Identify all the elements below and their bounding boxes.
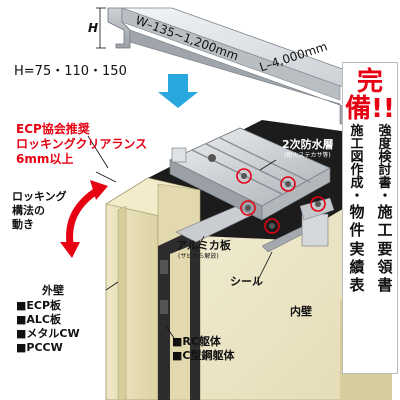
bolt-highlight-icon (264, 218, 280, 234)
aluminium-plate-label: アルミカ板 (176, 239, 231, 252)
leader-lines (87, 135, 277, 339)
outer-wall-item-pccw: ■PCCW (16, 341, 63, 354)
locking-label-line1: ロッキング (12, 190, 67, 203)
panel-column-4: 物件実績表 (349, 203, 365, 295)
ecp-clearance-line3: 6mm以上 (16, 152, 74, 166)
bolt-icon (315, 201, 321, 207)
panel-title: 完備!! (345, 67, 395, 125)
h-dimension-label: H (88, 21, 99, 35)
coping-cover-front-face (107, 7, 131, 49)
panel-column-1: 強度検討書・施工要領書 (373, 125, 397, 294)
bolt-icon (269, 223, 275, 229)
bolt-highlight-icon (240, 200, 256, 216)
seal-label: シール (230, 275, 263, 288)
bolt-highlight-icon (280, 176, 296, 192)
panel-column-2: 施工図作成・物件実績表 (345, 125, 369, 294)
ecp-clearance-line2: ロッキングクリアランス (16, 137, 148, 151)
structure-item-rc: ■RC躯体 (172, 335, 221, 348)
documentation-panel: 完備!! 強度検討書・施工要領書 施工図作成・物件実績表 (342, 62, 398, 374)
ecp-clearance-line1: ECP協会推奨 (16, 122, 90, 136)
aluminium-plate-sublabel: (サビから解放) (178, 253, 219, 260)
waterproof-layer-sublabel: (耐火ステカサ等) (284, 152, 331, 159)
bolt-markers (208, 154, 326, 234)
bolt-icon (241, 173, 247, 179)
inner-wall-label: 内壁 (290, 305, 312, 318)
locking-label-line3: 動き (12, 218, 34, 231)
waterproof-layer-label: 2次防水層 (282, 138, 334, 151)
panel-column-3: 施工要領書 (377, 203, 393, 295)
outer-wall-item-ecp: ■ECP板 (16, 299, 62, 312)
bolt-highlight-icon (310, 196, 326, 212)
outer-wall-item-metal-cw: ■メタルCW (16, 327, 80, 340)
coping-cover (107, 7, 391, 125)
outer-wall-joint (117, 205, 127, 400)
bracket-assembly (169, 127, 335, 247)
h-dimension-marker (96, 7, 106, 49)
locking-label-line2: 構法の (12, 204, 45, 217)
coping-cover-side (121, 7, 341, 101)
outer-wall-label: 外壁 (42, 284, 64, 297)
structure-item-c-steel: ■C型鋼躯体 (172, 349, 235, 362)
c-steel-frame (158, 232, 200, 400)
locking-motion-arrow-icon (60, 180, 108, 258)
bolt-icon (208, 154, 216, 162)
bolt-icon (245, 205, 251, 211)
bolt-highlight-icon (236, 168, 252, 184)
bolt-icon (285, 181, 291, 187)
outer-wall-item-alc: ■ALC板 (16, 313, 61, 326)
height-values-label: H=75・110・150 (14, 64, 127, 79)
down-arrow-icon (158, 74, 198, 108)
